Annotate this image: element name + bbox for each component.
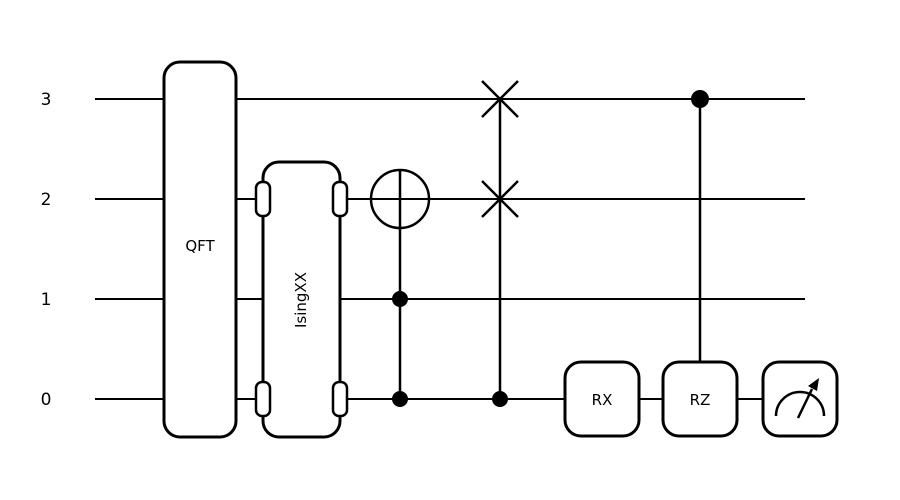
- swap-x-icon-wire2: [481, 180, 519, 218]
- wire-label-3: 3: [41, 90, 52, 110]
- meter-needle-arrowhead: [808, 378, 819, 391]
- rz-label: RZ: [690, 391, 711, 409]
- rx-label: RX: [592, 391, 613, 409]
- wire-label-2: 2: [41, 190, 52, 210]
- cnot-target-icon: [369, 168, 431, 230]
- qft-box: [162, 60, 238, 439]
- qft-label: QFT: [185, 237, 215, 255]
- cswap-control-dot-wire0: [492, 391, 508, 407]
- swap-x-icon-wire3: [481, 80, 519, 118]
- measurement-meter-icon: [774, 378, 826, 419]
- gate-qft: QFT: [162, 60, 238, 439]
- gate-isingxx: IsingXX: [254, 160, 349, 439]
- isingxx-notch-left-wire2: [254, 180, 272, 218]
- gate-toffoli: [369, 168, 431, 407]
- rz-box: [661, 360, 739, 438]
- rx-box: [563, 360, 641, 438]
- gate-measure: [761, 360, 839, 438]
- wire-labels: 3 2 1 0: [41, 90, 52, 410]
- isingxx-box: [261, 160, 342, 439]
- gate-cswap: [481, 80, 519, 407]
- isingxx-notch-right-wire0: [331, 380, 349, 418]
- gate-crz: RZ: [661, 90, 739, 438]
- gate-rx: RX: [563, 360, 641, 438]
- crz-control-dot-wire3: [691, 90, 709, 108]
- toffoli-control-dot-wire1: [392, 291, 408, 307]
- wire-label-0: 0: [41, 390, 52, 410]
- toffoli-control-dot-wire0: [392, 391, 408, 407]
- isingxx-notch-left-wire0: [254, 380, 272, 418]
- isingxx-label: IsingXX: [292, 272, 310, 328]
- wire-label-1: 1: [41, 290, 52, 310]
- isingxx-notch-right-wire2: [331, 180, 349, 218]
- measure-box: [761, 360, 839, 438]
